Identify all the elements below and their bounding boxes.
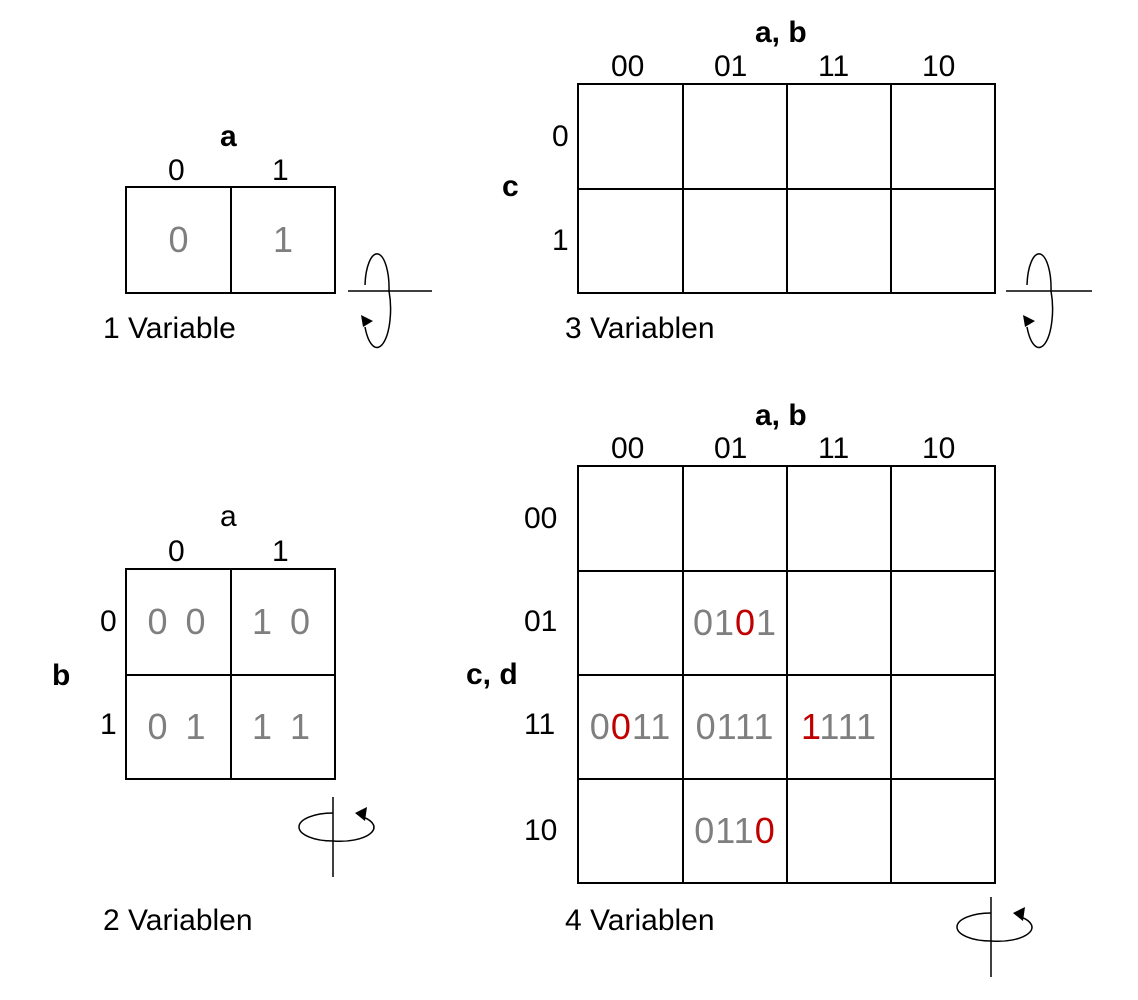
map2-row-header-0: 0: [100, 605, 117, 638]
map4-cell: [890, 778, 996, 884]
map3-row-header-1: 1: [552, 224, 569, 257]
map4-col-variable-label: a, b: [755, 399, 807, 432]
map3-caption: 3 Variablen: [565, 312, 715, 345]
map3-row-header-0: 0: [552, 120, 569, 153]
map3-grid: [577, 83, 996, 294]
cell-text-gray: 0: [589, 706, 611, 747]
cell-text-gray: 1: [756, 602, 778, 643]
map3-cell: [786, 83, 892, 190]
map2-col-variable-label: a: [220, 500, 237, 533]
map3-col-header-10: 10: [922, 50, 956, 83]
rotate-vertical-axis-icon: [956, 897, 1033, 977]
map1-cell-0: 0: [125, 186, 232, 294]
map1-cell-1: 1: [230, 186, 336, 294]
map4-cell-0110: 0110: [682, 778, 788, 884]
map3-col-header-00: 00: [611, 50, 645, 83]
map4-cell: [786, 570, 892, 676]
map2-caption: 2 Variablen: [103, 904, 253, 937]
map1-col-header-0: 0: [168, 154, 185, 187]
cell-text-gray: 111: [819, 706, 878, 747]
map3-cell: [682, 83, 788, 190]
map4-cell: [577, 465, 684, 572]
map4-row-header-00: 00: [524, 502, 558, 535]
map2-row-variable-label: b: [52, 659, 71, 692]
map3-cell: [577, 188, 684, 294]
map2-cell-00: 0 0: [125, 568, 232, 676]
map4-cell: [786, 778, 892, 884]
map2-cell-10: 1 0: [230, 568, 336, 676]
map4-cell: [890, 465, 996, 572]
map4-row-header-01: 01: [524, 605, 558, 638]
map2-col-header-1: 1: [272, 535, 289, 568]
map4-grid: 0101 0011 0111 1111 0110: [577, 465, 996, 884]
map4-caption: 4 Variablen: [565, 904, 715, 937]
map1-caption: 1 Variable: [103, 312, 236, 345]
map3-col-header-11: 11: [818, 50, 850, 83]
cell-text-highlight: 0: [754, 810, 776, 851]
map4-cell: [577, 570, 684, 676]
map4-cell-0111: 0111: [682, 674, 788, 780]
map1-variable-label: a: [220, 120, 237, 153]
cell-text-gray: 01: [692, 602, 735, 643]
map3-col-header-01: 01: [714, 50, 748, 83]
map4-cell: [890, 674, 996, 780]
map4-cell: [786, 465, 892, 572]
map3-col-variable-label: a, b: [755, 16, 807, 49]
cell-text-gray: 0111: [695, 706, 775, 747]
rotate-vertical-axis-icon: [298, 797, 375, 877]
cell-text-gray: 11: [631, 706, 672, 747]
map4-row-header-10: 10: [524, 814, 558, 847]
rotate-horizontal-axis-icon: [348, 253, 432, 349]
map4-cell: [682, 465, 788, 572]
map2-row-header-1: 1: [100, 708, 117, 741]
map3-cell: [577, 83, 684, 190]
map4-col-header-01: 01: [714, 432, 748, 465]
map4-cell: [890, 570, 996, 676]
map4-col-header-11: 11: [818, 432, 850, 465]
map1-grid: 0 1: [125, 186, 336, 294]
map3-cell: [682, 188, 788, 294]
map4-cell: [577, 778, 684, 884]
map2-col-header-0: 0: [168, 535, 185, 568]
map2-cell-11: 1 1: [230, 674, 336, 780]
map4-row-variable-label: c, d: [466, 658, 518, 691]
map3-row-variable-label: c: [502, 170, 519, 203]
map4-cell-1111: 1111: [786, 674, 892, 780]
map4-row-header-11: 11: [524, 708, 556, 741]
map1-col-header-1: 1: [272, 154, 289, 187]
cell-text-gray: 011: [694, 810, 755, 851]
map3-cell: [786, 188, 892, 294]
map3-cell: [890, 83, 996, 190]
map4-cell-0101: 0101: [682, 570, 788, 676]
cell-text-highlight: 0: [610, 706, 632, 747]
cell-text-highlight: 0: [734, 602, 757, 643]
map2-cell-01: 0 1: [125, 674, 232, 780]
map4-col-header-00: 00: [611, 432, 645, 465]
cell-text-highlight: 1: [800, 706, 820, 747]
map2-grid: 0 0 1 0 0 1 1 1: [125, 568, 336, 780]
map4-cell-0011: 0011: [577, 674, 684, 780]
rotate-horizontal-axis-icon: [1006, 253, 1092, 349]
map3-cell: [890, 188, 996, 294]
map4-col-header-10: 10: [922, 432, 956, 465]
